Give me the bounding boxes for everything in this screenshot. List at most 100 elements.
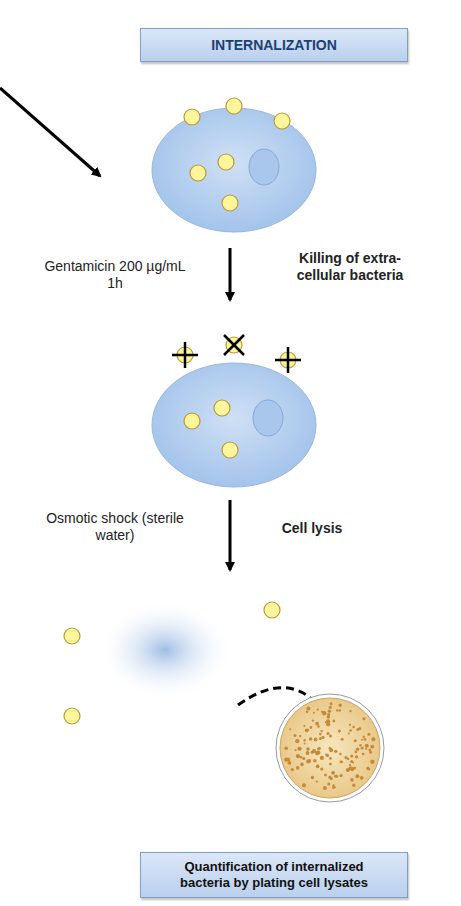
step-condition: Gentamicin 200 µg/mL 1h bbox=[40, 258, 190, 292]
colony bbox=[317, 748, 320, 751]
colony bbox=[314, 738, 318, 742]
colony bbox=[352, 726, 355, 729]
colony bbox=[289, 728, 291, 730]
colony bbox=[339, 704, 342, 707]
colony bbox=[310, 726, 313, 729]
colony bbox=[364, 738, 367, 741]
colony bbox=[348, 733, 350, 735]
colony bbox=[352, 784, 355, 787]
colony bbox=[315, 722, 319, 726]
colony bbox=[306, 751, 310, 755]
colony bbox=[365, 748, 367, 750]
node-text: INTERNALIZATION bbox=[211, 37, 337, 53]
colony bbox=[355, 751, 358, 754]
colony bbox=[340, 761, 343, 764]
colony bbox=[316, 764, 320, 768]
colony bbox=[299, 735, 301, 737]
colony bbox=[350, 778, 354, 782]
title-band: INTERNALIZATION bbox=[140, 28, 408, 62]
colony bbox=[326, 754, 329, 757]
input-arrow bbox=[0, 88, 100, 176]
colony bbox=[338, 730, 341, 733]
colony bbox=[291, 768, 294, 771]
colony bbox=[333, 786, 336, 789]
petri-dish bbox=[276, 694, 384, 802]
colony bbox=[320, 756, 324, 760]
colony bbox=[329, 706, 332, 709]
colony bbox=[306, 710, 309, 713]
colony bbox=[294, 734, 297, 737]
colony bbox=[329, 747, 332, 750]
colony bbox=[336, 709, 338, 711]
step-arrow bbox=[229, 248, 232, 300]
colony bbox=[349, 729, 352, 732]
colony bbox=[347, 758, 349, 760]
lysed-cell bbox=[97, 600, 233, 700]
colony bbox=[349, 724, 351, 726]
colony bbox=[365, 744, 369, 748]
colony bbox=[366, 767, 369, 770]
colony bbox=[295, 749, 297, 751]
colony bbox=[312, 720, 314, 722]
node-text: Quantification of internalized bacteria … bbox=[161, 859, 387, 891]
colony bbox=[369, 751, 372, 754]
colony bbox=[284, 747, 288, 751]
colony bbox=[361, 739, 363, 741]
colony bbox=[339, 774, 342, 777]
colony bbox=[302, 783, 306, 787]
colony bbox=[330, 702, 333, 705]
step-result: Killing of extra-cellular bacteria bbox=[290, 250, 410, 284]
colony bbox=[349, 710, 351, 712]
colony bbox=[303, 725, 305, 727]
colony bbox=[366, 745, 368, 747]
colony bbox=[353, 767, 356, 770]
colony bbox=[329, 735, 332, 738]
colony bbox=[304, 743, 306, 745]
colony bbox=[296, 766, 300, 770]
colony bbox=[328, 710, 331, 713]
colony bbox=[320, 730, 322, 732]
colony bbox=[352, 761, 354, 763]
colony bbox=[313, 712, 315, 714]
colony bbox=[323, 786, 327, 790]
colony bbox=[329, 763, 332, 766]
colony bbox=[306, 747, 310, 751]
colony bbox=[334, 750, 337, 753]
colony bbox=[319, 737, 322, 740]
colony bbox=[327, 732, 330, 735]
colony bbox=[328, 776, 331, 779]
colony bbox=[362, 753, 365, 756]
colony bbox=[298, 747, 301, 750]
colony bbox=[368, 768, 371, 771]
colony bbox=[322, 711, 326, 715]
host-cell bbox=[152, 335, 316, 487]
colony bbox=[370, 760, 374, 764]
colony bbox=[311, 751, 314, 754]
colony bbox=[339, 753, 341, 755]
colony bbox=[360, 776, 364, 780]
colony bbox=[296, 754, 300, 758]
colony bbox=[362, 717, 365, 720]
colony bbox=[335, 774, 339, 778]
bacteria bbox=[64, 602, 280, 724]
colony bbox=[317, 725, 319, 727]
colony bbox=[320, 768, 323, 771]
colony bbox=[341, 738, 344, 741]
colony bbox=[325, 721, 327, 723]
colony bbox=[359, 744, 362, 747]
colony bbox=[306, 706, 310, 710]
colony bbox=[319, 733, 322, 736]
colony bbox=[316, 781, 318, 783]
colony bbox=[302, 757, 305, 760]
colony bbox=[327, 713, 330, 716]
colony bbox=[363, 736, 365, 738]
colony bbox=[298, 747, 302, 751]
colony bbox=[307, 729, 309, 731]
step-arrow bbox=[229, 500, 232, 570]
colony bbox=[311, 776, 314, 779]
colony bbox=[361, 746, 364, 749]
colony bbox=[317, 709, 319, 711]
colony bbox=[355, 755, 358, 758]
colony bbox=[329, 757, 332, 760]
